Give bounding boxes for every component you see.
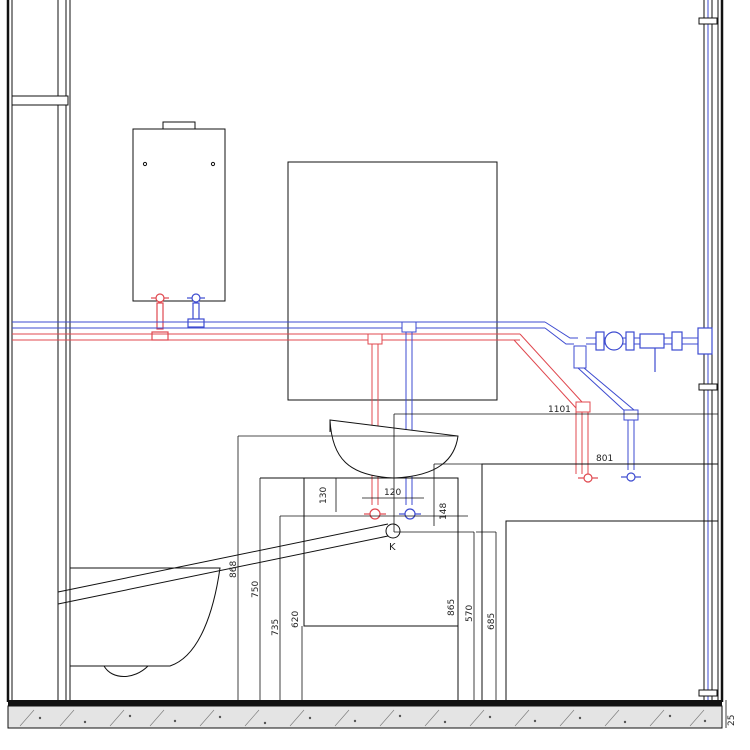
hot-branch-pipe (513, 333, 591, 474)
left-shaft (11, 0, 71, 702)
hot-outlet-valve-icon (578, 473, 598, 483)
water-heater (132, 121, 226, 302)
sink-cold-valve-icon (399, 508, 421, 520)
water-meter-icon (595, 327, 713, 372)
floor-slab (7, 700, 723, 729)
dimension-lines (237, 413, 727, 728)
dim-801: 801 (596, 454, 613, 464)
cold-supply-pipe (12, 321, 545, 329)
hot-supply-pipe (12, 333, 520, 341)
toilet-bowl (70, 567, 221, 677)
dim-750: 750 (251, 581, 261, 598)
dim-865: 865 (447, 599, 457, 616)
drain-label: K (389, 542, 396, 553)
dim-130: 130 (319, 487, 329, 504)
dim-620: 620 (291, 611, 301, 628)
heater-hot-valve-icon (151, 293, 169, 341)
heater-cold-valve-icon (187, 293, 205, 328)
dim-120: 120 (384, 488, 401, 498)
drain-trap-icon (385, 523, 401, 539)
dimension-labels: 1101 801 120 130 148 868 750 735 620 865… (229, 405, 737, 726)
dim-735: 735 (271, 619, 281, 636)
sink-hot-valve-icon (364, 508, 386, 520)
drain-pipe (57, 523, 389, 605)
dim-570: 570 (465, 605, 475, 622)
dim-1101: 1101 (548, 405, 571, 415)
cold-outlet-valve-icon (621, 472, 641, 482)
dim-685: 685 (487, 613, 497, 630)
dim-148: 148 (439, 503, 449, 520)
dim-868: 868 (229, 561, 239, 578)
mirror (287, 161, 498, 401)
dim-25: 25 (727, 715, 737, 726)
